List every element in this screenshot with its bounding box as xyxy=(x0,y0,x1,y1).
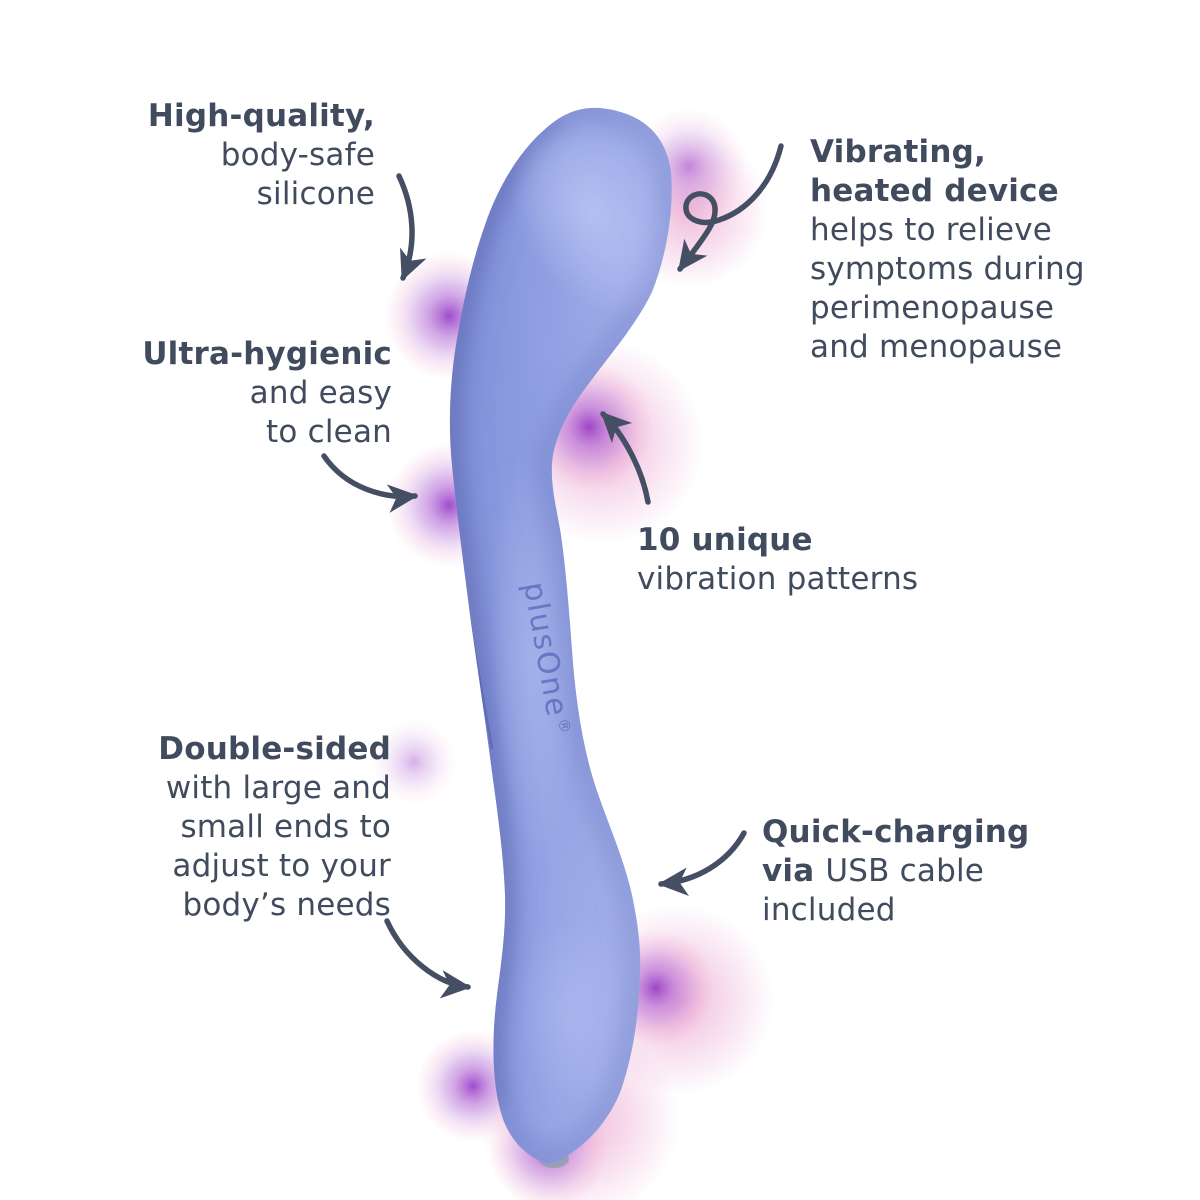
callout-line: Double-sided xyxy=(158,730,391,769)
callout-text: helps to relieve xyxy=(810,212,1053,248)
bulb-highlight xyxy=(520,915,624,1105)
callout-text: and menopause xyxy=(810,329,1063,365)
callout-line: High-quality, xyxy=(148,97,375,136)
callout-text: USB cable xyxy=(825,853,985,889)
callout-text: included xyxy=(762,892,896,928)
callout-line: vibration patterns xyxy=(637,560,918,599)
callout-text: adjust to your xyxy=(172,848,391,884)
callout-text: small ends to xyxy=(180,809,391,845)
callout-text: silicone xyxy=(256,176,375,212)
callout-line: heated device xyxy=(810,172,1085,211)
callout-text-bold: High-quality, xyxy=(147,98,375,134)
callout-text: body’s needs xyxy=(182,887,391,923)
callout-line: Vibrating, xyxy=(810,133,1085,172)
callout-line: silicone xyxy=(148,175,375,214)
annotation-arrows xyxy=(321,143,784,999)
callout-text-bold: 10 unique xyxy=(637,522,813,558)
arrow-double-sided xyxy=(384,918,472,999)
callout-line: adjust to your xyxy=(158,847,391,886)
arrow-quick-charging xyxy=(657,830,747,896)
callout-line: and menopause xyxy=(810,328,1085,367)
shaft-highlight xyxy=(489,455,577,865)
callout-text-bold: Double-sided xyxy=(158,731,391,767)
callout-line: body’s needs xyxy=(158,886,391,925)
callout-text: perimenopause xyxy=(810,290,1055,326)
callout-line: with large and xyxy=(158,769,391,808)
callout-text-bold: Quick-charging xyxy=(762,814,1030,850)
arrow-ultra-hygienic xyxy=(321,453,419,513)
glow-lower-left-faint xyxy=(372,720,456,804)
callout-line: included xyxy=(762,891,1029,930)
callout-line: body-safe xyxy=(148,136,375,175)
callout-line: 10 unique xyxy=(637,521,918,560)
callout-line: Quick-charging xyxy=(762,813,1029,852)
callout-text-bold: Vibrating, xyxy=(810,134,986,170)
callout-line: via USB cable xyxy=(762,852,1029,891)
callout-text-bold: Ultra-hygienic xyxy=(142,336,392,372)
callout-text: to clean xyxy=(266,414,392,450)
logo-registered-icon: ® xyxy=(554,717,575,737)
callout-text: symptoms during xyxy=(810,251,1085,287)
callout-text: vibration patterns xyxy=(637,561,919,597)
callout-text-bold: heated device xyxy=(810,173,1059,209)
callout-text: body-safe xyxy=(220,137,375,173)
callout-text: with large and xyxy=(165,770,391,806)
callout-line: Ultra-hygienic xyxy=(142,335,392,374)
arrow-high-quality xyxy=(396,173,427,282)
callout-line: perimenopause xyxy=(810,289,1085,328)
callout-text-bold: via xyxy=(762,853,826,889)
callout-line: symptoms during xyxy=(810,250,1085,289)
callout-line: helps to relieve xyxy=(810,211,1085,250)
callout-line: and easy xyxy=(142,374,392,413)
callout-text: and easy xyxy=(249,375,392,411)
callout-line: to clean xyxy=(142,413,392,452)
arrow-vibrating-loop xyxy=(677,143,784,272)
callout-line: small ends to xyxy=(158,808,391,847)
arrow-vibration-patterns xyxy=(600,411,651,505)
head-highlight xyxy=(509,107,672,317)
